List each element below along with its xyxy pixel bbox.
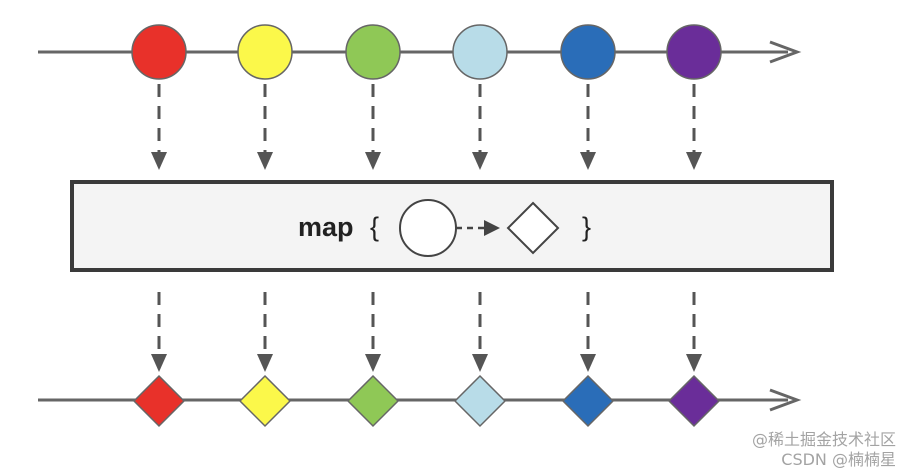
top-arrowhead-2 (257, 152, 273, 170)
input-marble-4 (452, 24, 508, 80)
input-to-operator-arrows (151, 84, 702, 170)
output-diamond-5 (561, 374, 615, 428)
operator-circle-icon (399, 199, 457, 257)
output-diamond-6 (667, 374, 721, 428)
map-operator-box: map { } (70, 180, 834, 272)
input-marble-1 (131, 24, 187, 80)
bottom-arrowhead-4 (472, 354, 488, 372)
watermark-csdn: CSDN @楠楠星 (781, 450, 896, 469)
bottom-arrowhead-1 (151, 354, 167, 372)
operator-close-brace: } (582, 212, 591, 242)
top-arrowhead-1 (151, 152, 167, 170)
watermark-juejin: @稀土掘金技术社区 (751, 430, 896, 449)
operator-to-output-arrows (151, 292, 702, 372)
input-marbles (131, 24, 722, 80)
output-diamond-2 (238, 374, 292, 428)
top-arrowhead-3 (365, 152, 381, 170)
operator-keyword: map (298, 212, 354, 242)
top-arrowhead-5 (580, 152, 596, 170)
output-marbles (132, 374, 721, 428)
input-marble-3 (345, 24, 401, 80)
bottom-arrowhead-6 (686, 354, 702, 372)
operator-diamond-icon (506, 201, 560, 255)
bottom-arrowhead-2 (257, 354, 273, 372)
top-arrowhead-4 (472, 152, 488, 170)
output-diamond-1 (132, 374, 186, 428)
input-marble-2 (237, 24, 293, 80)
bottom-arrowhead-3 (365, 354, 381, 372)
input-marble-6 (666, 24, 722, 80)
output-diamond-3 (346, 374, 400, 428)
bottom-arrowhead-5 (580, 354, 596, 372)
input-marble-5 (560, 24, 616, 80)
top-arrowhead-6 (686, 152, 702, 170)
output-diamond-4 (453, 374, 507, 428)
operator-open-brace: { (370, 212, 379, 242)
